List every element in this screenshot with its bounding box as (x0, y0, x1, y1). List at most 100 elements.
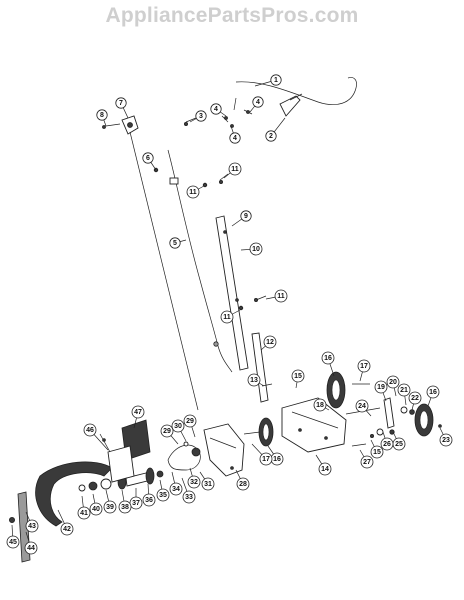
handle-bolts (202, 173, 267, 311)
callout-circle (228, 162, 242, 176)
callout-29: 29 (160, 424, 179, 445)
callout-label: 29 (186, 418, 194, 425)
lower-cable (167, 149, 233, 373)
callout-circle (439, 433, 453, 447)
callout-20: 20 (386, 375, 400, 397)
callout-layer: 1234445678910111111111213141515161616171… (6, 74, 453, 555)
callout-circle (115, 97, 127, 109)
callout-38: 38 (118, 489, 132, 514)
callout-circle (171, 419, 185, 433)
callout-33: 33 (181, 477, 196, 504)
callout-44: 44 (24, 531, 38, 555)
callout-circle (160, 424, 174, 438)
callout-label: 5 (173, 240, 177, 247)
callout-circle (270, 74, 282, 86)
callout-label: 12 (266, 339, 274, 346)
callout-15: 15 (370, 439, 384, 459)
callout-47: 47 (131, 405, 145, 429)
callout-11: 11 (186, 185, 205, 199)
callout-label: 8 (100, 112, 104, 119)
callout-label: 30 (174, 423, 182, 430)
callout-label: 25 (395, 441, 403, 448)
callout-circle (6, 535, 20, 549)
callout-label: 19 (377, 384, 385, 391)
callout-circle (182, 490, 196, 504)
callout-label: 28 (239, 481, 247, 488)
callout-34: 34 (169, 471, 183, 496)
callout-label: 34 (172, 486, 180, 493)
callout-36: 36 (142, 483, 156, 507)
blade-guard (35, 461, 113, 527)
callout-17: 17 (357, 359, 371, 382)
callout-label: 40 (92, 506, 100, 513)
callout-label: 3 (199, 113, 203, 120)
callout-circle (220, 310, 234, 324)
callout-label: 6 (146, 155, 150, 162)
callout-label: 14 (321, 466, 329, 473)
callout-label: 4 (214, 106, 218, 113)
callout-24: 24 (355, 399, 372, 417)
callout-circle (380, 437, 394, 451)
callout-circle (318, 462, 332, 476)
front-wheel (243, 417, 274, 447)
callout-circle (89, 502, 103, 516)
throttle-control (102, 115, 139, 135)
callout-label: 11 (223, 314, 231, 321)
callout-label: 16 (324, 355, 332, 362)
callout-39: 39 (103, 489, 117, 514)
callout-14: 14 (315, 454, 332, 476)
callout-2: 2 (265, 117, 286, 142)
callout-label: 31 (204, 481, 212, 488)
callout-circle (252, 96, 264, 108)
callout-label: 9 (244, 213, 248, 220)
callout-circle (131, 405, 145, 419)
callout-circle (265, 130, 277, 142)
callout-circle (274, 289, 288, 303)
callout-1: 1 (254, 74, 282, 87)
callout-label: 13 (250, 377, 258, 384)
callout-6: 6 (142, 152, 157, 171)
callout-circle (129, 496, 143, 510)
callout-8: 8 (96, 109, 108, 127)
callout-circle (77, 506, 91, 520)
callout-label: 38 (121, 504, 129, 511)
throttle-cable (235, 77, 357, 105)
callout-label: 18 (316, 402, 324, 409)
callout-label: 20 (389, 379, 397, 386)
callout-11: 11 (220, 309, 241, 324)
callout-circle (103, 500, 117, 514)
guard-plate (99, 419, 151, 483)
callout-circle (259, 452, 273, 466)
callout-25: 25 (392, 431, 406, 451)
callout-10: 10 (240, 242, 263, 256)
callout-label: 1 (274, 77, 278, 84)
callout-23: 23 (439, 427, 453, 447)
callout-3: 3 (189, 110, 207, 123)
callout-circle (186, 185, 200, 199)
callout-label: 26 (383, 441, 391, 448)
control-rod (129, 131, 199, 411)
callout-46: 46 (83, 423, 109, 451)
callout-circle (187, 475, 201, 489)
callout-circle (247, 373, 261, 387)
callout-label: 23 (442, 437, 450, 444)
callout-circle (142, 493, 156, 507)
callout-label: 35 (159, 492, 167, 499)
callout-label: 10 (252, 246, 260, 253)
callout-label: 11 (231, 166, 239, 173)
callout-43: 43 (25, 511, 39, 533)
callout-label: 17 (360, 363, 368, 370)
callout-circle (201, 477, 215, 491)
callout-4: 4 (229, 125, 241, 144)
callout-label: 43 (28, 523, 36, 530)
callout-label: 42 (63, 526, 71, 533)
control-lever (279, 93, 303, 117)
callout-label: 21 (400, 387, 408, 394)
callout-circle (236, 477, 250, 491)
callout-19: 19 (374, 380, 388, 402)
callout-circle (313, 398, 327, 412)
callout-circle (374, 380, 388, 394)
callout-label: 32 (190, 479, 198, 486)
callout-circle (240, 210, 252, 222)
